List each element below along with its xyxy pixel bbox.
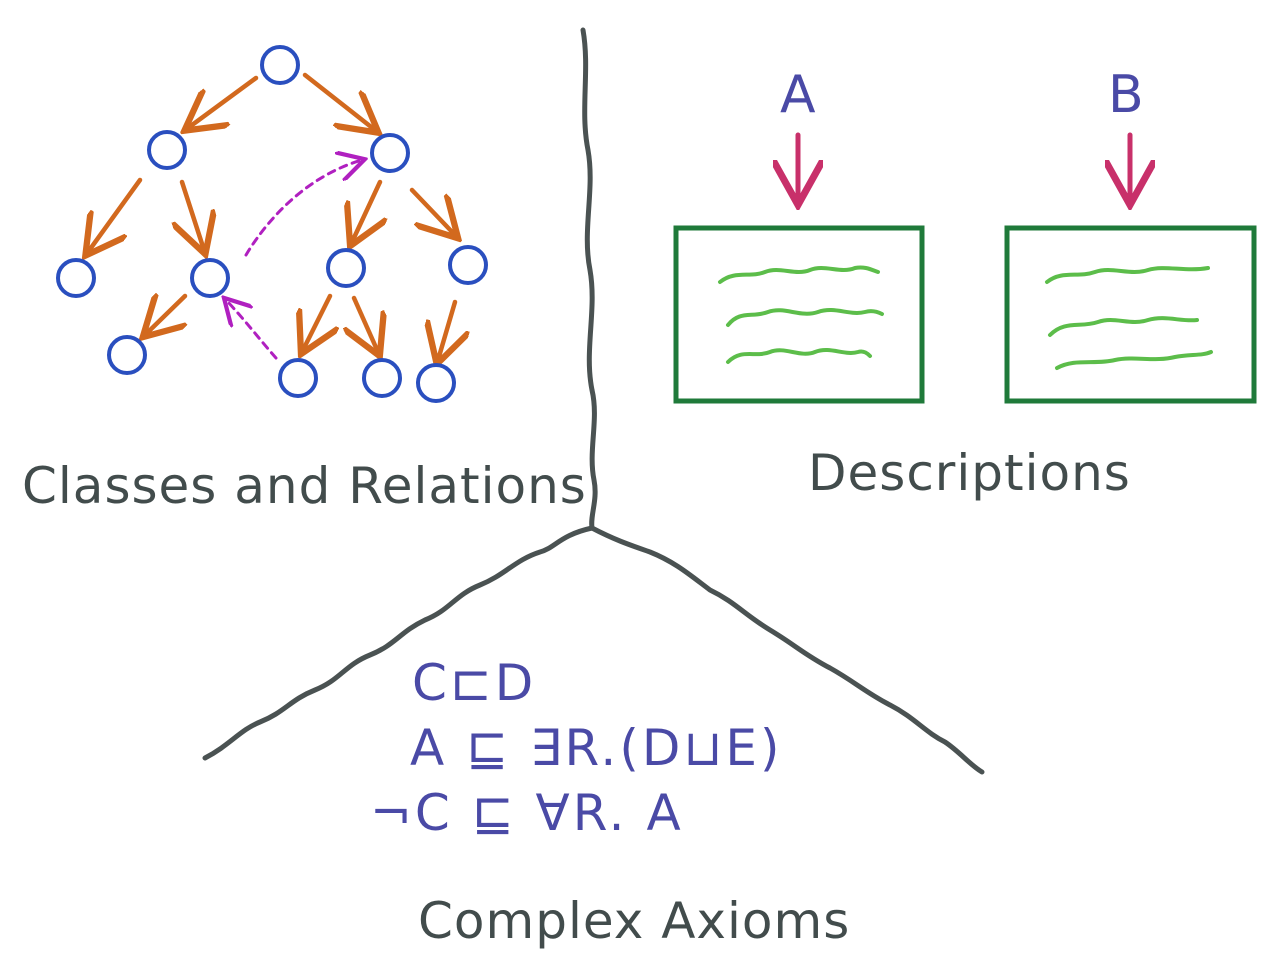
dashed-edge bbox=[226, 300, 278, 360]
dashed-relations bbox=[226, 160, 362, 360]
scribble-line bbox=[718, 265, 880, 284]
axioms-group: C⊏D A ⊑ ∃R.(D⊔E) ¬C ⊑ ∀R. A bbox=[370, 654, 782, 842]
edge bbox=[302, 72, 375, 130]
description-letter-b: B bbox=[1108, 65, 1144, 125]
scribble-line bbox=[1045, 266, 1210, 284]
axiom-line-3: ¬C ⊑ ∀R. A bbox=[370, 784, 684, 842]
edge bbox=[354, 295, 378, 352]
class-node bbox=[260, 45, 300, 85]
description-box-b bbox=[1004, 225, 1257, 404]
scribble-line bbox=[726, 348, 872, 364]
tree-nodes bbox=[56, 45, 488, 403]
edge bbox=[88, 177, 143, 252]
description-box-a bbox=[673, 225, 925, 404]
description-letter-a: A bbox=[780, 65, 816, 125]
scribble-line bbox=[1048, 316, 1199, 337]
divider-left bbox=[202, 525, 595, 761]
class-node bbox=[448, 245, 488, 285]
class-node bbox=[147, 130, 187, 170]
class-node bbox=[107, 335, 147, 375]
classes-label: Classes and Relations bbox=[22, 457, 587, 515]
axiom-line-1: C⊏D bbox=[412, 654, 536, 712]
class-node bbox=[278, 358, 318, 398]
class-node bbox=[416, 363, 456, 403]
divider-vertical bbox=[580, 27, 598, 531]
axiom-line-2: A ⊑ ∃R.(D⊔E) bbox=[410, 719, 782, 777]
class-node bbox=[190, 258, 230, 298]
dashed-edge bbox=[244, 160, 362, 257]
edge bbox=[438, 299, 455, 360]
axioms-label: Complex Axioms bbox=[418, 892, 850, 950]
dividers bbox=[202, 27, 985, 775]
class-node bbox=[56, 258, 96, 298]
edge bbox=[182, 179, 204, 250]
edge bbox=[303, 293, 330, 350]
edge bbox=[352, 179, 380, 242]
class-node bbox=[362, 358, 402, 398]
scribble-line bbox=[1055, 350, 1213, 370]
class-node bbox=[370, 133, 410, 173]
scribble-line bbox=[726, 308, 884, 327]
divider-right bbox=[589, 525, 985, 775]
edge bbox=[409, 187, 455, 235]
descriptions-group: A B bbox=[673, 65, 1257, 404]
scribbles-b bbox=[1045, 266, 1213, 370]
edge bbox=[146, 296, 185, 334]
class-tree bbox=[56, 45, 488, 403]
tree-edges bbox=[88, 72, 455, 360]
class-node bbox=[326, 248, 366, 288]
scribbles-a bbox=[718, 265, 884, 364]
descriptions-label: Descriptions bbox=[808, 444, 1131, 502]
edge bbox=[188, 75, 259, 128]
